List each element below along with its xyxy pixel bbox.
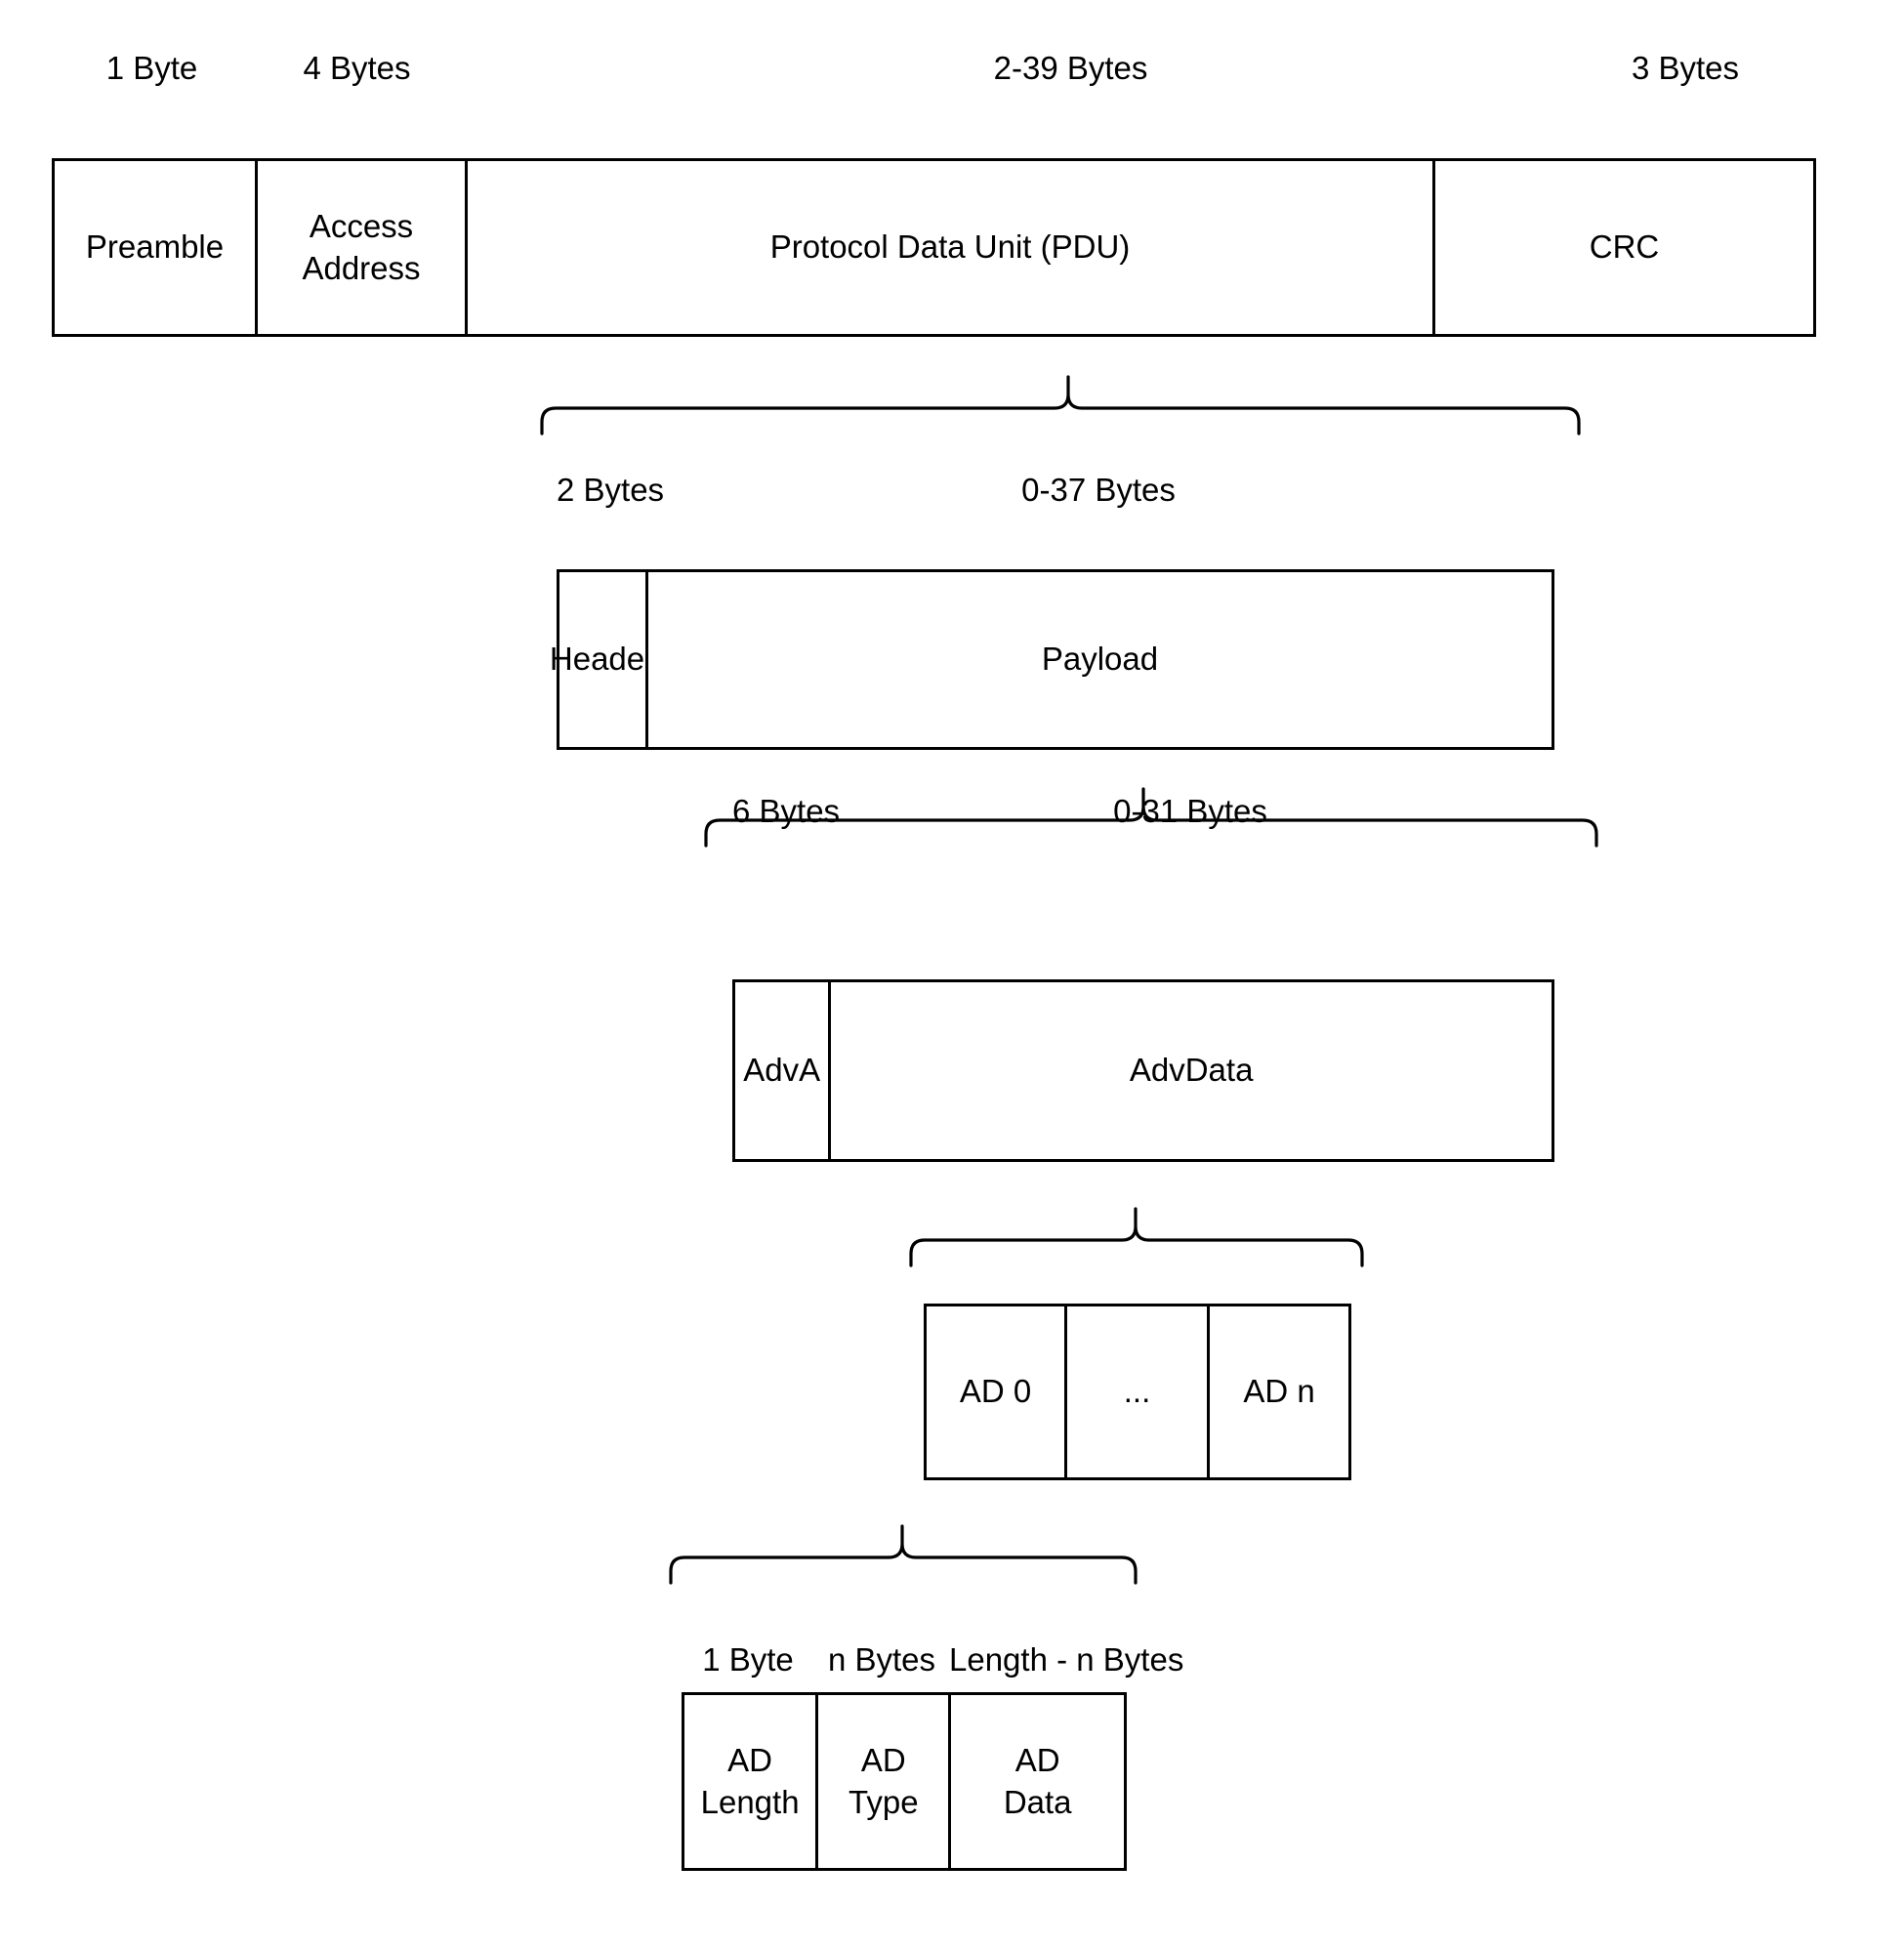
field-preamble: Preamble: [55, 161, 255, 334]
size-label-ad-type: n Bytes: [827, 1641, 936, 1678]
ad-structure-row: AD Length AD Type AD Data: [682, 1692, 1127, 1871]
brace-ad0-expansion: [669, 1524, 1138, 1585]
field-crc: CRC: [1432, 161, 1813, 334]
size-label-pdu: 2-39 Bytes: [993, 50, 1148, 86]
field-header: Header: [550, 572, 655, 747]
size-label-crc: 3 Bytes: [1631, 50, 1740, 86]
field-pdu: Protocol Data Unit (PDU): [465, 161, 1432, 334]
size-label-advdata: 0-31 Bytes: [1113, 793, 1267, 829]
advdata-row: AD 0 ... AD n: [924, 1304, 1351, 1480]
field-ad-n: AD n: [1207, 1306, 1348, 1477]
field-ad-type: AD Type: [815, 1695, 949, 1868]
field-advdata: AdvData: [828, 982, 1552, 1159]
field-ad-data: AD Data: [948, 1695, 1124, 1868]
size-label-preamble: 1 Byte: [105, 50, 198, 86]
field-ad-0: AD 0: [927, 1306, 1065, 1477]
field-ad-ellipsis: ...: [1064, 1306, 1207, 1477]
size-label-ad-data: Length - n Bytes: [949, 1641, 1184, 1678]
link-layer-packet-row: Preamble Access Address Protocol Data Un…: [52, 158, 1816, 337]
size-label-access-address: 4 Bytes: [303, 50, 411, 86]
field-ad-length: AD Length: [684, 1695, 816, 1868]
field-access-address: Access Address: [255, 161, 465, 334]
size-label-payload: 0-37 Bytes: [1021, 472, 1176, 508]
brace-advdata-expansion: [909, 1207, 1364, 1267]
pdu-row: Header Payload: [550, 569, 1554, 750]
brace-payload-expansion: [704, 787, 1598, 848]
size-label-header: 2 Bytes: [557, 472, 665, 508]
size-label-adva: 6 Bytes: [732, 793, 841, 829]
brace-pdu-expansion: [540, 375, 1581, 435]
field-payload: Payload: [645, 572, 1552, 747]
field-adva: AdvA: [735, 982, 829, 1159]
size-label-ad-length: 1 Byte: [702, 1641, 794, 1678]
payload-row: AdvA AdvData: [732, 979, 1554, 1162]
